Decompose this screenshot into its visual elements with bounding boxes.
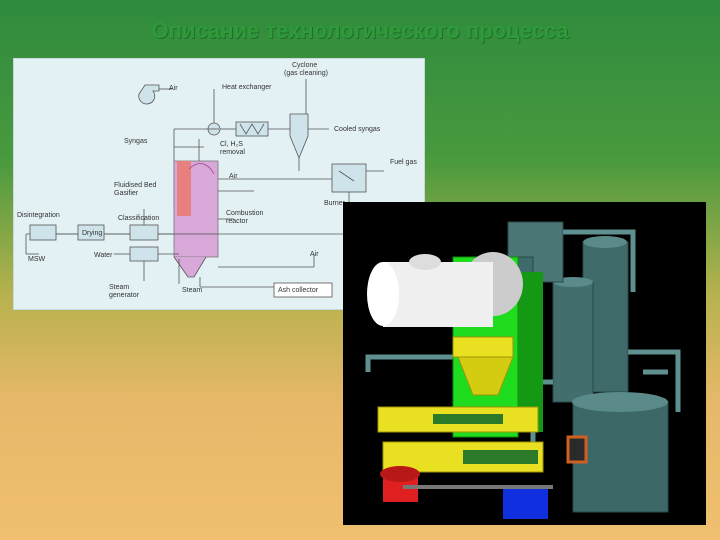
label-classification: Classification bbox=[118, 215, 159, 223]
plant-3d-render bbox=[343, 202, 706, 525]
steam-generator-box bbox=[130, 247, 158, 261]
label-heat-exchanger: Heat exchanger bbox=[222, 84, 271, 92]
label-removal: removal bbox=[220, 149, 245, 157]
label-fuel-gas: Fuel gas bbox=[390, 159, 417, 167]
label-steam-generator-2: generator bbox=[109, 292, 139, 300]
cyclone-icon bbox=[290, 114, 308, 158]
label-disintegration: Disintegration bbox=[17, 212, 60, 220]
label-gasifier: Gasifier bbox=[114, 190, 138, 198]
label-burner: Burner bbox=[324, 200, 345, 208]
drum-inlet bbox=[409, 254, 441, 270]
label-msw: MSW bbox=[28, 256, 45, 264]
air-fan-icon bbox=[139, 85, 159, 104]
label-ash-collector: Ash collector bbox=[278, 287, 318, 295]
label-air-top: Air bbox=[169, 85, 178, 93]
label-combustion: Combustion bbox=[226, 210, 263, 218]
label-drying: Drying bbox=[82, 230, 102, 238]
label-reactor: reactor bbox=[226, 218, 248, 226]
label-steam: Steam bbox=[182, 287, 202, 295]
disintegration-box bbox=[30, 225, 56, 240]
tank-mid-right bbox=[553, 282, 593, 402]
label-air-right: Air bbox=[310, 251, 319, 259]
hopper-top bbox=[453, 337, 513, 357]
blue-unit bbox=[503, 487, 548, 519]
plant-3d-illustration bbox=[343, 202, 706, 525]
white-drum bbox=[383, 262, 493, 327]
heater-coil bbox=[568, 437, 586, 462]
slide-title: Описание технологического процесса bbox=[0, 18, 720, 44]
label-gas-cleaning: (gas cleaning) bbox=[284, 70, 328, 78]
label-water: Water bbox=[94, 252, 112, 260]
label-fluidised-bed: Fluidised Bed bbox=[114, 182, 156, 190]
label-air-mid: Air bbox=[229, 173, 238, 181]
label-steam-generator-1: Steam bbox=[109, 284, 129, 292]
classification-box bbox=[130, 225, 158, 240]
label-cyclone: Cyclone bbox=[292, 62, 317, 70]
label-cooled-syngas: Cooled syngas bbox=[334, 126, 380, 134]
label-syngas: Syngas bbox=[124, 138, 147, 146]
label-cl-h2s: Cl, H₂S bbox=[220, 141, 243, 149]
